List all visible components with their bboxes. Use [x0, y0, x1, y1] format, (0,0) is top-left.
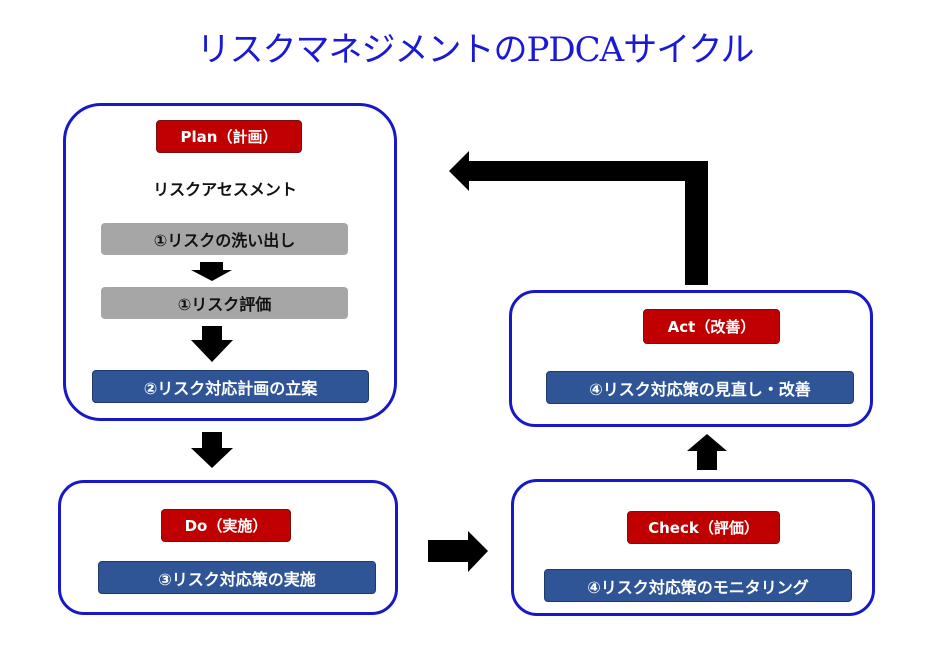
arrow-down-icon	[191, 262, 232, 281]
do-phase-label: Do（実施）	[161, 509, 291, 542]
elbow-arrow-left-icon	[449, 151, 708, 285]
act-phase-label: Act（改善）	[643, 309, 780, 344]
page-title: リスクマネジメントのPDCAサイクル	[196, 30, 754, 70]
plan-phase-label: Plan（計画）	[156, 120, 302, 153]
assessment-step-identify: ①リスクの洗い出し	[101, 223, 348, 255]
do-action-label: ③リスク対応策の実施	[98, 561, 376, 594]
risk-assessment-heading: リスクアセスメント	[153, 180, 297, 199]
act-action-label: ④リスク対応策の見直し・改善	[546, 371, 854, 404]
plan-panel	[63, 103, 397, 421]
arrow-down-icon	[191, 326, 233, 362]
arrow-up-icon	[687, 434, 727, 470]
plan-action-label: ②リスク対応計画の立案	[92, 370, 369, 403]
assessment-step-evaluate: ①リスク評価	[101, 287, 348, 319]
arrow-down-icon	[191, 432, 233, 468]
check-phase-label: Check（評価）	[627, 511, 780, 544]
check-action-label: ④リスク対応策のモニタリング	[544, 569, 852, 602]
arrow-right-icon	[428, 531, 488, 572]
